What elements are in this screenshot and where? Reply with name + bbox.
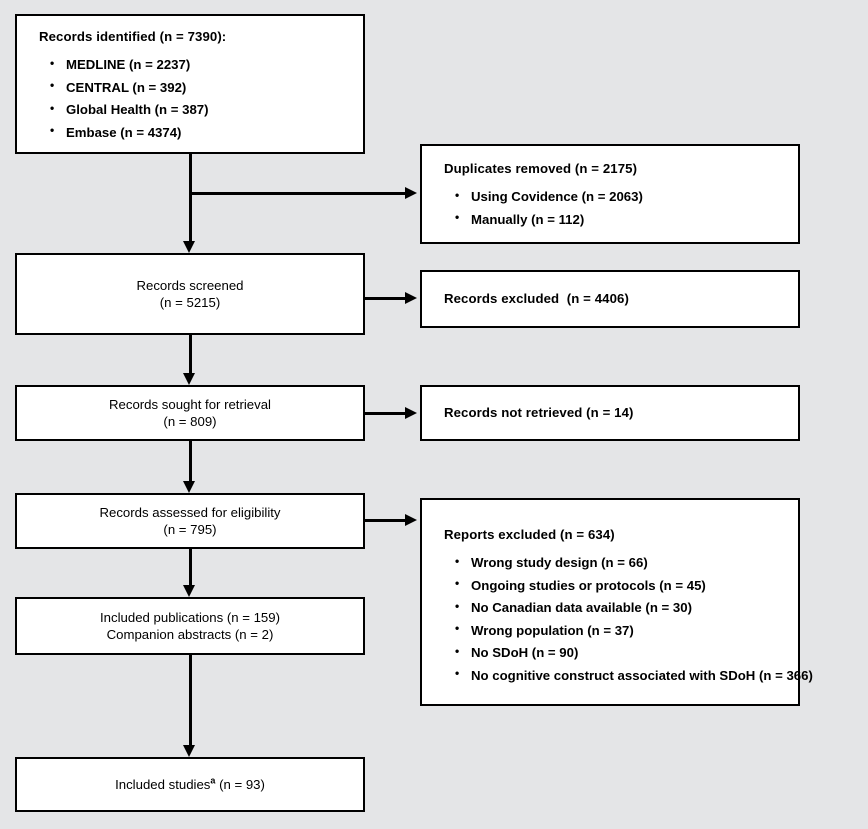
box-records-screened: Records screened (n = 5215) — [15, 253, 365, 335]
list-item: MEDLINE (n = 2237) — [39, 56, 363, 73]
list-item: No Canadian data available (n = 30) — [444, 599, 798, 616]
arrowhead-identified-to-screened — [183, 241, 195, 253]
arrowhead-screened-to-excluded — [405, 292, 417, 304]
arrowhead-included-publications-to-included-studies — [183, 745, 195, 757]
list-item: Wrong study design (n = 66) — [444, 554, 798, 571]
arrowhead-sought-to-not-retrieved — [405, 407, 417, 419]
duplicates-removed-method-list: Using Covidence (n = 2063) Manually (n =… — [444, 188, 798, 228]
connector-assessed-to-reports-excluded — [365, 519, 405, 522]
connector-identified-to-duplicates — [189, 192, 405, 195]
connector-assessed-to-included-publications — [189, 549, 192, 585]
box-included-publications: Included publications (n = 159) Companio… — [15, 597, 365, 655]
records-not-retrieved-label: Records not retrieved (n = 14) — [444, 405, 634, 421]
list-item: No SDoH (n = 90) — [444, 644, 798, 661]
list-item: Manually (n = 112) — [444, 210, 798, 228]
connector-identified-to-screened — [189, 154, 192, 241]
included-studies-suffix: (n = 93) — [215, 776, 265, 792]
records-excluded-label: Records excluded (n = 4406) — [444, 291, 629, 307]
included-studies-prefix: Included studies — [115, 776, 211, 792]
included-studies-label: Included studiesa (n = 93) — [115, 776, 265, 793]
arrowhead-assessed-to-reports-excluded — [405, 514, 417, 526]
list-item: Ongoing studies or protocols (n = 45) — [444, 576, 798, 594]
list-item: No cognitive construct associated with S… — [444, 666, 813, 684]
box-records-assessed-for-eligibility: Records assessed for eligibility (n = 79… — [15, 493, 365, 549]
records-identified-source-list: MEDLINE (n = 2237) CENTRAL (n = 392) Glo… — [39, 56, 363, 141]
box-included-studies: Included studiesa (n = 93) — [15, 757, 365, 812]
records-identified-header: Records identified (n = 7390): — [39, 29, 227, 44]
box-records-identified: Records identified (n = 7390): MEDLINE (… — [15, 14, 365, 154]
arrowhead-identified-to-duplicates — [405, 187, 417, 199]
connector-screened-to-excluded — [365, 297, 405, 300]
list-item: CENTRAL (n = 392) — [39, 78, 363, 96]
records-sought-line1: Records sought for retrieval — [109, 396, 271, 412]
box-duplicates-removed: Duplicates removed (n = 2175) Using Covi… — [420, 144, 800, 244]
list-item: Using Covidence (n = 2063) — [444, 188, 798, 205]
box-records-sought-for-retrieval: Records sought for retrieval (n = 809) — [15, 385, 365, 441]
connector-screened-to-sought — [189, 335, 192, 373]
box-records-excluded: Records excluded (n = 4406) — [420, 270, 800, 328]
included-studies-footnote-marker: a — [210, 775, 216, 786]
arrowhead-assessed-to-included-publications — [183, 585, 195, 597]
box-records-not-retrieved: Records not retrieved (n = 14) — [420, 385, 800, 441]
records-assessed-line2: (n = 795) — [163, 522, 217, 537]
duplicates-removed-header: Duplicates removed (n = 2175) — [444, 161, 638, 176]
list-item: Embase (n = 4374) — [39, 123, 363, 141]
arrowhead-sought-to-assessed — [183, 481, 195, 493]
reports-excluded-reason-list: Wrong study design (n = 66) Ongoing stud… — [444, 554, 813, 684]
arrowhead-screened-to-sought — [183, 373, 195, 385]
reports-excluded-header: Reports excluded (n = 634) — [444, 527, 615, 542]
records-screened-line1: Records screened — [136, 277, 244, 293]
box-reports-excluded: Reports excluded (n = 634) Wrong study d… — [420, 498, 813, 706]
records-assessed-line1: Records assessed for eligibility — [99, 504, 281, 520]
included-publications-line1: Included publications (n = 159) — [100, 609, 280, 625]
list-item: Global Health (n = 387) — [39, 101, 363, 118]
connector-included-publications-to-included-studies — [189, 655, 192, 745]
records-sought-line2: (n = 809) — [163, 414, 217, 429]
connector-sought-to-assessed — [189, 441, 192, 481]
included-publications-line2: Companion abstracts (n = 2) — [106, 627, 274, 642]
list-item: Wrong population (n = 37) — [444, 621, 798, 639]
records-screened-line2: (n = 5215) — [159, 295, 221, 310]
connector-sought-to-not-retrieved — [365, 412, 405, 415]
